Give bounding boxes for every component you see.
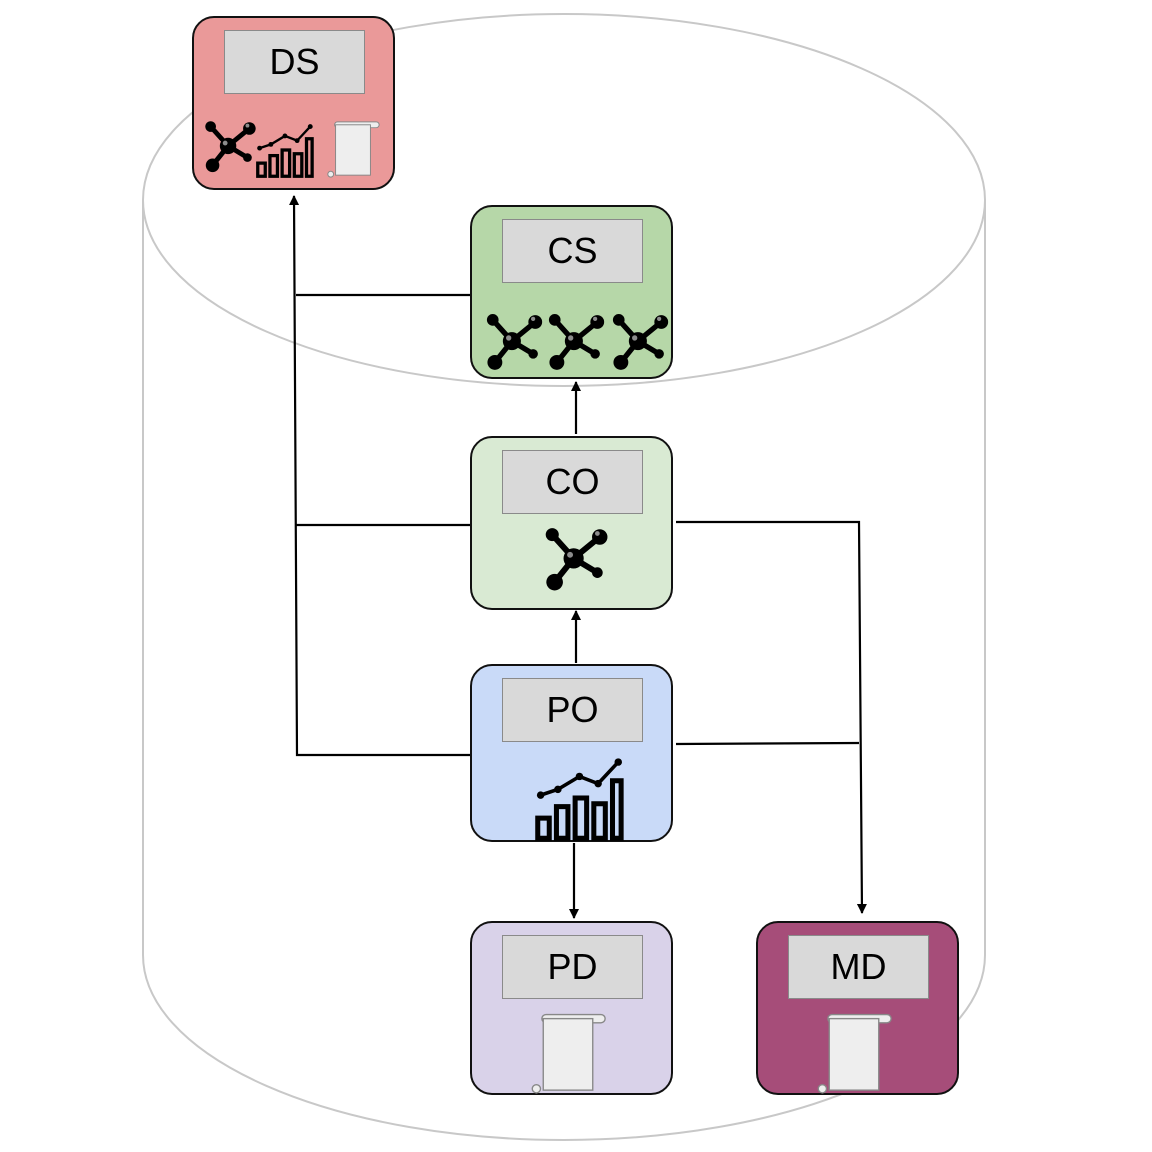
edge-po-to-md xyxy=(675,741,860,746)
scroll-icon xyxy=(322,118,384,180)
scroll-icon xyxy=(524,1009,612,1097)
molecule-icon xyxy=(542,305,610,373)
node-label: PD xyxy=(502,935,643,999)
scroll-icon xyxy=(810,1009,898,1097)
edge-po-to-ds xyxy=(289,195,470,757)
edge-co-to-md xyxy=(676,520,867,914)
node-icons xyxy=(472,518,675,612)
node-icons xyxy=(758,1003,961,1097)
node-md[interactable]: MD xyxy=(756,921,959,1095)
node-icons xyxy=(194,98,397,192)
molecule-icon xyxy=(480,305,548,373)
node-label: DS xyxy=(224,30,365,94)
molecule-icon xyxy=(538,518,614,594)
node-label: MD xyxy=(788,935,929,999)
chart-icon xyxy=(532,752,624,844)
node-label: CS xyxy=(502,219,643,283)
node-label: PO xyxy=(502,678,643,742)
cylinder-top xyxy=(142,13,986,387)
molecule-icon xyxy=(606,305,674,373)
node-ds[interactable]: DS xyxy=(192,16,395,190)
chart-icon xyxy=(254,120,314,180)
node-co[interactable]: CO xyxy=(470,436,673,610)
node-icons xyxy=(472,746,675,841)
node-icons xyxy=(472,287,675,381)
node-pd[interactable]: PD xyxy=(470,921,673,1095)
node-cs[interactable]: CS xyxy=(470,205,673,379)
node-label: CO xyxy=(502,450,643,514)
molecule-icon xyxy=(199,113,261,175)
node-icons xyxy=(472,1003,675,1097)
node-po[interactable]: PO xyxy=(470,664,673,842)
